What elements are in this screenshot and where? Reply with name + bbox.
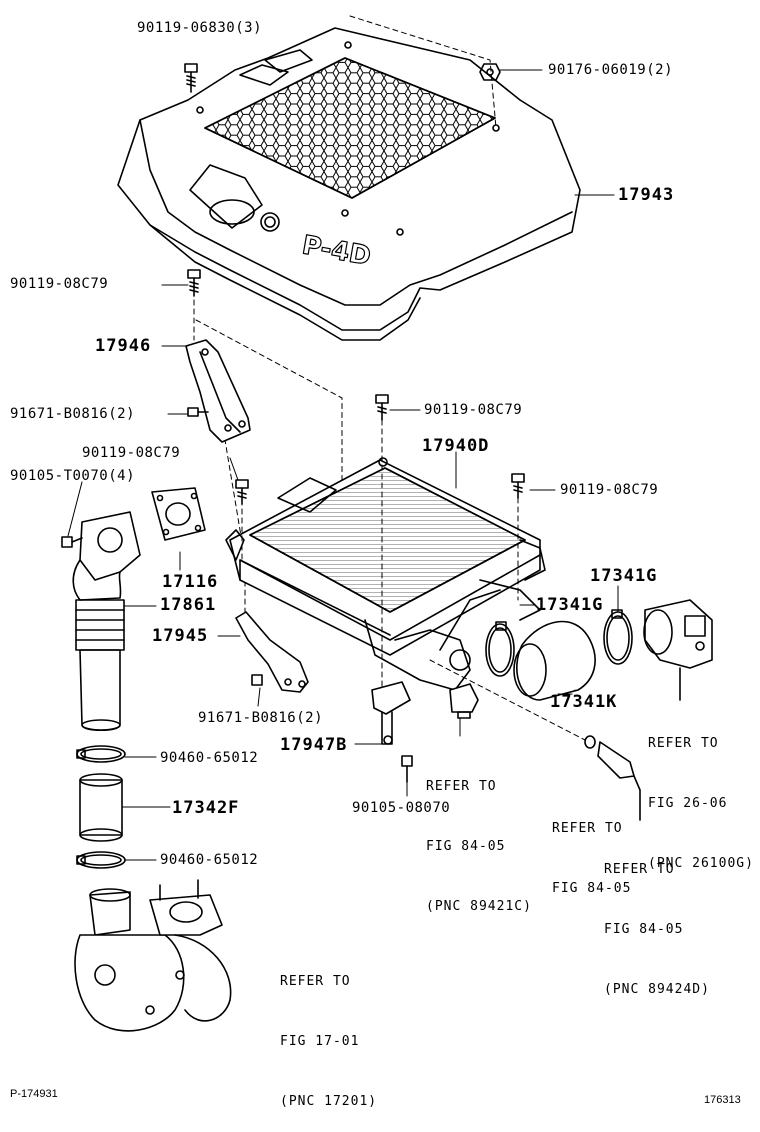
bolt-right [511, 473, 525, 499]
hose-17342f [79, 773, 123, 842]
bolt-left-mid [235, 479, 249, 505]
part-label-p22: 90105-08070 [352, 800, 451, 816]
ref-note-r2: REFER TO FIG 84-05 (PNC 89421C) [426, 737, 532, 937]
ref-line: FIG 84-05 [426, 839, 506, 854]
part-label-p6: 91671-B0816(2) [10, 406, 136, 422]
throttle-body [643, 599, 713, 701]
part-label-p23: 90460-65012 [160, 852, 259, 868]
part-label-p5: 17946 [95, 336, 152, 356]
part-label-p11: 90105-T0070(4) [10, 468, 136, 484]
ref-line: (PNC 89424D) [604, 982, 710, 997]
part-label-p19: 17947B [280, 735, 348, 755]
part-label-p18: 91671-B0816(2) [198, 710, 324, 726]
part-label-p2: 90176-06019(2) [548, 62, 674, 78]
ref-line: FIG 17-01 [280, 1034, 360, 1049]
gasket-17116 [151, 487, 206, 541]
leader-lines [67, 69, 619, 861]
part-label-p4: 90119-08C79 [10, 276, 109, 292]
engine-cover [117, 27, 581, 341]
ref-line: REFER TO [426, 779, 497, 794]
bolt-90105-T0070 [61, 536, 83, 548]
ref-line: FIG 26-06 [648, 796, 728, 811]
bracket-17946 [185, 339, 251, 443]
part-label-p20: 90460-65012 [160, 750, 259, 766]
part-label-p9: 90119-08C79 [82, 445, 181, 461]
hose-17341k [513, 620, 596, 701]
bracket-17947b [371, 681, 411, 745]
part-label-p1: 90119-06830(3) [137, 20, 263, 36]
bolt-upper-left [187, 269, 201, 297]
ref-note-r3: REFER TO FIG 84-05 [552, 779, 631, 919]
intercooler [225, 457, 546, 691]
ref-note-r4: REFER TO FIG 84-05 (PNC 89424D) [604, 820, 710, 1020]
ref-line: REFER TO [552, 821, 623, 836]
ref-line: REFER TO [604, 862, 675, 877]
sensor-89421c [449, 683, 479, 719]
part-label-p7: 90119-08C79 [424, 402, 523, 418]
footer-left-id: P-174931 [10, 1088, 58, 1100]
part-label-p13: 17341G [536, 595, 604, 615]
clamp-17341g-right [603, 609, 633, 665]
sensor-89424d [584, 735, 641, 821]
ref-line: REFER TO [280, 974, 351, 989]
ref-line: FIG 84-05 [604, 922, 684, 937]
part-label-p16: 17945 [152, 626, 209, 646]
nut-90176-06019 [479, 63, 501, 81]
ref-note-r5: REFER TO FIG 17-01 (PNC 17201) [280, 932, 377, 1132]
ref-line: FIG 84-05 [552, 881, 632, 896]
part-label-p15: 17861 [160, 595, 217, 615]
clamp-90460-bottom [76, 851, 126, 869]
ref-line: (PNC 26100G) [648, 856, 754, 871]
footer-right-id: 176313 [704, 1094, 741, 1106]
bolt-mid [375, 394, 389, 421]
turbocharger [74, 879, 232, 1032]
ref-line: (PNC 89421C) [426, 899, 532, 914]
part-label-p10: 90119-08C79 [560, 482, 659, 498]
part-label-p14: 17116 [162, 572, 219, 592]
clamp-17341g-left [485, 621, 515, 677]
clamp-90460-top [76, 745, 126, 763]
ref-line: (PNC 17201) [280, 1094, 378, 1109]
ref-note-r1: REFER TO FIG 26-06 (PNC 26100G) [648, 694, 754, 894]
bolt-90105-08070 [401, 755, 413, 783]
bracket-17945 [235, 611, 309, 693]
part-label-p17: 17341K [550, 692, 618, 712]
part-label-p3: 17943 [618, 185, 675, 205]
bolt-90119-06830 [184, 63, 198, 93]
outlet-pipe-17861 [72, 511, 141, 732]
part-label-p21: 17342F [172, 798, 240, 818]
ref-line: REFER TO [648, 736, 719, 751]
part-label-p8: 17940D [422, 436, 490, 456]
part-label-p12: 17341G [590, 566, 658, 586]
